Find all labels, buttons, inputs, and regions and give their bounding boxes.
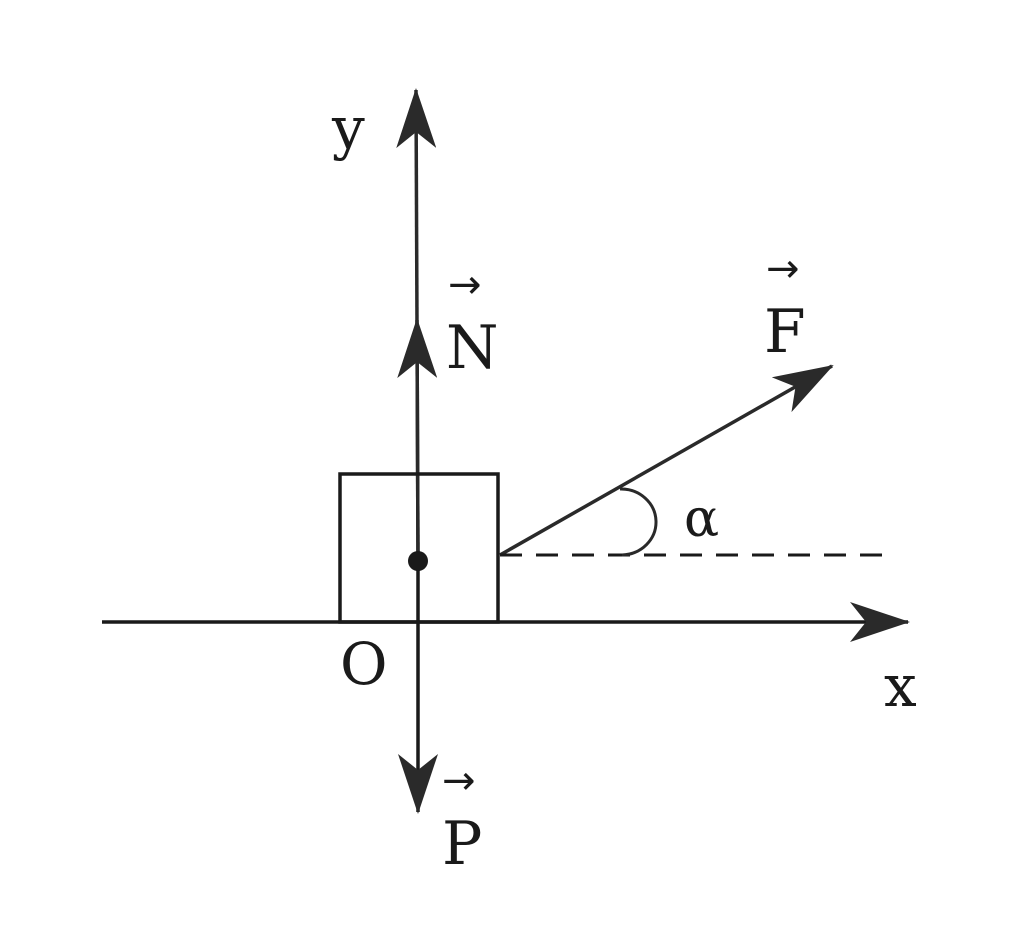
origin-label: O: [340, 630, 388, 698]
center-of-mass-dot: [408, 551, 428, 571]
normal-force-label: N: [446, 313, 499, 383]
angle-arc: [619, 487, 658, 557]
y-axis-label: y: [331, 94, 365, 162]
applied-force-vector-mark: →: [766, 246, 800, 292]
normal-force-vector-mark: →: [448, 262, 482, 308]
weight-force-vector-mark: →: [442, 758, 476, 804]
x-axis-label: x: [884, 652, 917, 720]
applied-force-label: F: [764, 297, 806, 367]
angle-label: α: [684, 489, 719, 549]
block: [338, 472, 500, 624]
normal-force-vector: [397, 318, 438, 561]
applied-force-vector: [499, 364, 834, 557]
weight-force-label: P: [442, 809, 482, 879]
